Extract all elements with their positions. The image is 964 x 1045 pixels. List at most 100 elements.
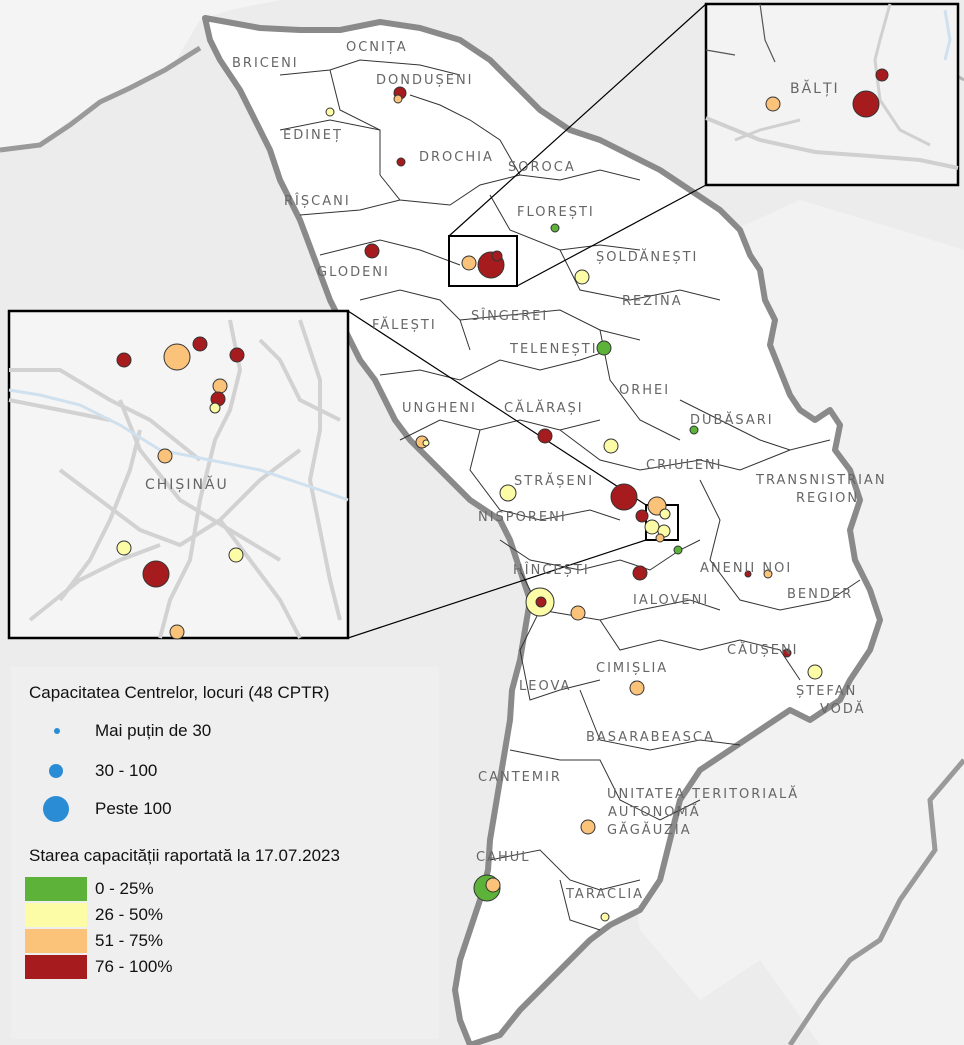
center-point — [655, 533, 665, 543]
region-label: DUBĂSARI — [690, 412, 774, 428]
district-boundaries — [759, 3, 776, 63]
connector-line — [516, 184, 707, 287]
region-label: LEOVA — [519, 679, 571, 694]
road — [705, 116, 959, 170]
legend-size-item: Mai puțin de 30 — [95, 721, 212, 740]
center-point — [396, 157, 406, 167]
region-label: SÎNGEREI — [471, 308, 548, 324]
district-boundaries — [705, 49, 736, 56]
region-label: TELENEȘTI — [509, 342, 598, 357]
region-label: ANENII NOI — [700, 561, 792, 576]
region-label: CIMIȘLIA — [596, 661, 668, 676]
center-point — [142, 560, 170, 588]
swatch-51-75-icon — [25, 929, 87, 953]
region-label: GLODENI — [317, 265, 390, 280]
center-point — [209, 402, 221, 414]
region-label: BRICENI — [232, 56, 299, 71]
center-point — [689, 425, 699, 435]
center-point — [461, 255, 477, 271]
connector-line — [347, 310, 647, 506]
region-label: TARACLIA — [565, 887, 644, 902]
center-point — [659, 508, 671, 520]
center-point — [422, 439, 430, 447]
center-point — [570, 605, 586, 621]
region-label: STRĂȘENI — [514, 473, 594, 489]
center-point — [192, 336, 208, 352]
region-label: ORHEI — [619, 383, 670, 398]
region-label: CĂLĂRAȘI — [504, 400, 584, 416]
legend-size-item: 30 - 100 — [95, 761, 158, 780]
size-dot-small-icon — [54, 728, 60, 734]
center-point — [600, 912, 610, 922]
region-label: BASARABEASCA — [586, 730, 715, 745]
legend-size-title: Capacitatea Centrelor, locuri (48 CPTR) — [29, 683, 330, 702]
center-point — [782, 648, 792, 658]
terrain-patch — [0, 0, 280, 150]
legend-status-item: 51 - 75% — [95, 931, 164, 950]
center-point — [550, 223, 560, 233]
river — [8, 388, 349, 502]
center-point — [116, 352, 132, 368]
center-point — [807, 664, 823, 680]
center-point — [499, 484, 517, 502]
center-point — [763, 569, 773, 579]
region-label: UNGHENI — [402, 401, 477, 416]
center-point — [157, 448, 173, 464]
center-point — [580, 819, 596, 835]
center-point — [875, 68, 889, 82]
legend-status-item: 0 - 25% — [95, 879, 154, 898]
legend-status-title: Starea capacității raportată la 17.07.20… — [29, 846, 340, 865]
region-label: UNITATEA TERITORIALĂ — [607, 786, 799, 802]
region-label: ȘTEFAN — [796, 684, 857, 699]
region-label: OCNIȚA — [346, 40, 408, 55]
region-label: EDINEȚ — [283, 128, 343, 143]
swatch-76-100-icon — [25, 955, 87, 979]
district-boundaries — [279, 59, 861, 931]
road — [8, 319, 342, 639]
road — [734, 118, 801, 142]
center-point — [485, 877, 501, 893]
center-point — [596, 340, 612, 356]
center-point — [491, 250, 503, 262]
center-point — [629, 680, 645, 696]
connector-line — [448, 3, 707, 237]
region-label: RÎȘCANI — [284, 193, 351, 209]
center-point — [393, 94, 403, 104]
border-line — [0, 45, 202, 153]
swatch-0-25-icon — [25, 877, 87, 901]
region-label: DONDUȘENI — [376, 73, 474, 88]
region-label: SOROCA — [508, 160, 576, 175]
balti-label: BĂLȚI — [790, 79, 840, 97]
chisinau-label: CHIȘINĂU — [145, 475, 229, 493]
border-line — [787, 758, 964, 1045]
region-label: ȘOLDĂNEȘTI — [596, 249, 698, 265]
region-label: DROCHIA — [419, 150, 494, 165]
legend-status-item: 76 - 100% — [95, 957, 173, 976]
chisinau-inset: CHIȘINĂU — [7, 309, 350, 640]
center-point — [116, 540, 132, 556]
connector-line — [347, 539, 647, 639]
region-label: REGION — [796, 491, 859, 506]
region-label: CAHUL — [476, 850, 531, 865]
region-label: REZINA — [622, 294, 683, 309]
region-label: AUTONOMĂ — [608, 804, 701, 820]
region-label: BENDER — [787, 587, 853, 602]
capacity-points — [325, 86, 823, 922]
center-point — [537, 428, 553, 444]
region-label: HÎNCEȘTI — [513, 562, 590, 578]
size-dot-medium-icon — [49, 764, 63, 778]
region-label: IALOVENI — [633, 593, 709, 608]
road — [873, 3, 931, 147]
region-label: FĂLEȘTI — [372, 317, 437, 333]
region-label: CĂUȘENI — [727, 642, 799, 658]
center-point — [212, 378, 228, 394]
center-point — [610, 483, 638, 511]
center-point — [535, 596, 547, 608]
river — [943, 9, 952, 61]
center-point — [673, 545, 683, 555]
center-point — [229, 347, 245, 363]
size-dot-large-icon — [43, 796, 69, 822]
center-point — [574, 269, 590, 285]
center-point — [603, 438, 619, 454]
